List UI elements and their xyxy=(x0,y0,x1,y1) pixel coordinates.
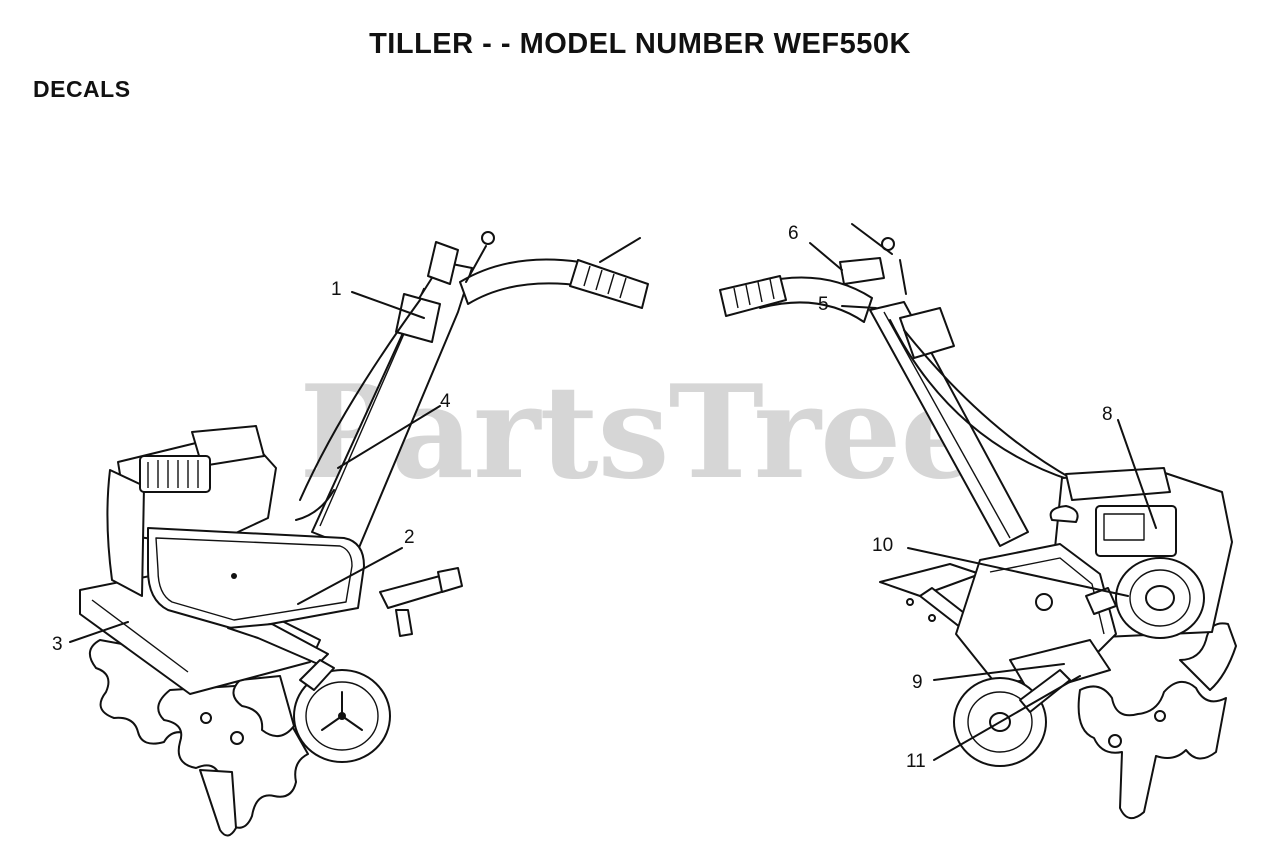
section-label: DECALS xyxy=(33,76,131,102)
callout-6: 6 xyxy=(788,223,799,244)
callout-leader-lines xyxy=(69,242,1157,761)
callout-4: 4 xyxy=(440,391,451,412)
left-tiller-illustration xyxy=(79,231,649,837)
callout-11: 11 xyxy=(906,751,926,772)
callout-3: 3 xyxy=(52,634,63,655)
callout-10: 10 xyxy=(872,535,894,556)
callout-2: 2 xyxy=(404,527,415,548)
callout-9: 9 xyxy=(912,672,923,693)
callout-8: 8 xyxy=(1102,404,1113,425)
callout-5: 5 xyxy=(818,294,829,315)
diagram-title: TILLER - - MODEL NUMBER WEF550K xyxy=(369,28,911,60)
right-tiller-illustration xyxy=(719,223,1237,819)
callout-1: 1 xyxy=(331,279,342,300)
